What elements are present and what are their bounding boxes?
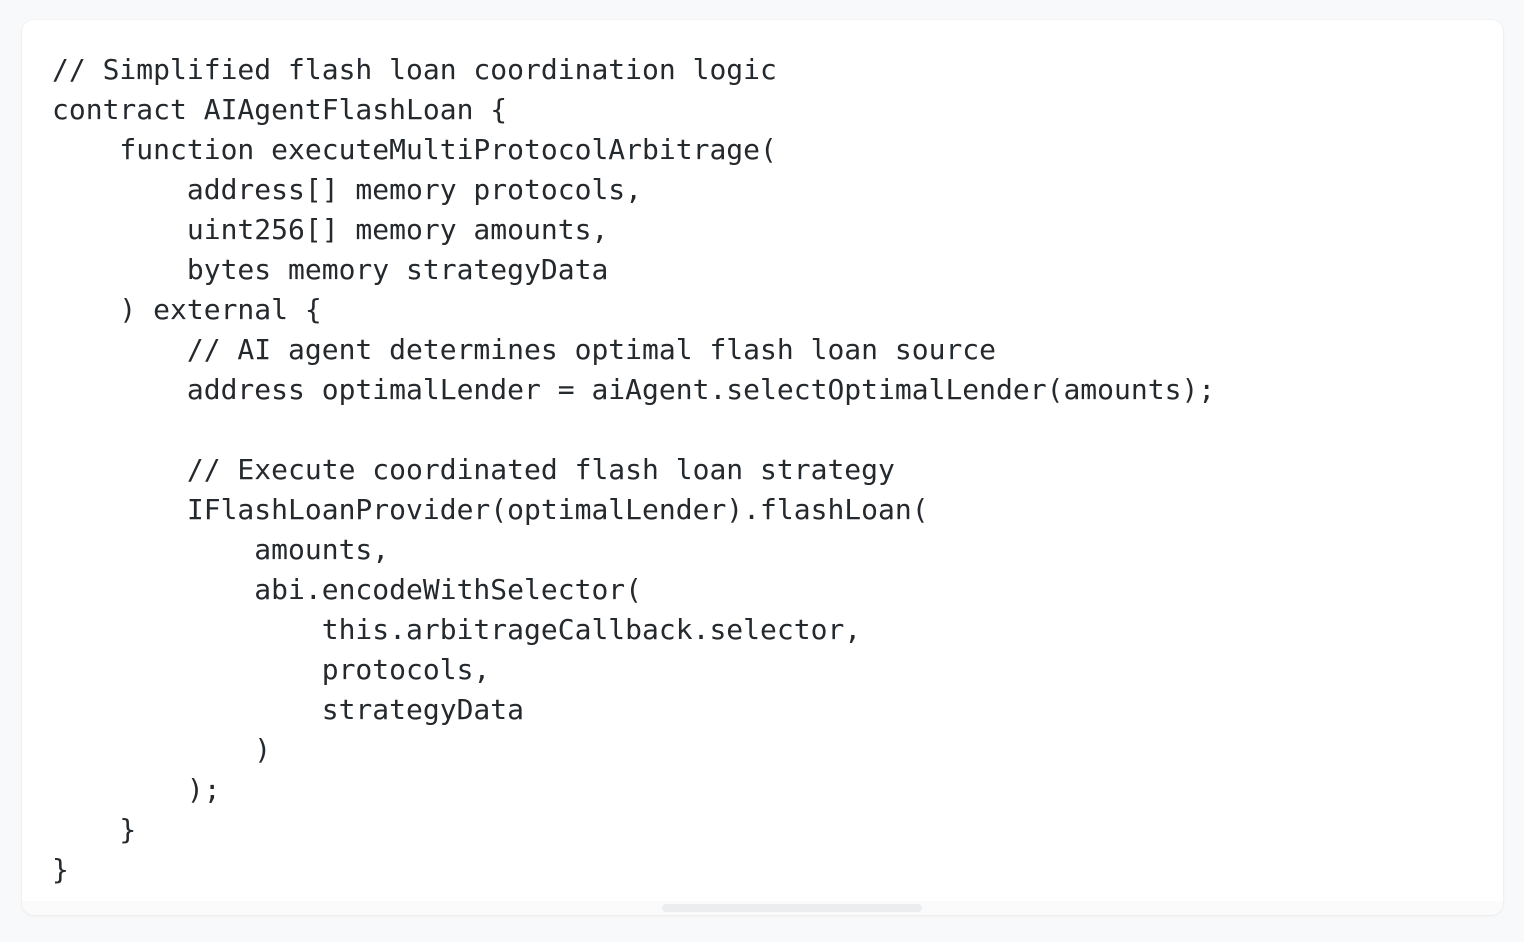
code-line: function executeMultiProtocolArbitrage(	[52, 133, 777, 166]
code-line: protocols,	[52, 653, 491, 686]
code-line: ) external {	[52, 293, 322, 326]
code-line: )	[52, 733, 272, 766]
code-line: uint256[] memory amounts,	[52, 213, 609, 246]
code-line: this.arbitrageCallback.selector,	[52, 613, 862, 646]
horizontal-scrollbar-thumb[interactable]	[662, 904, 922, 912]
code-content: // Simplified flash loan coordination lo…	[52, 50, 1473, 890]
code-block: // Simplified flash loan coordination lo…	[22, 20, 1503, 915]
code-line	[52, 410, 1473, 450]
code-line: IFlashLoanProvider(optimalLender).flashL…	[52, 493, 929, 526]
code-scroll-region[interactable]: // Simplified flash loan coordination lo…	[22, 20, 1503, 915]
code-line: bytes memory strategyData	[52, 253, 609, 286]
code-line: // AI agent determines optimal flash loa…	[52, 333, 997, 366]
code-line: strategyData	[52, 693, 525, 726]
code-line: address optimalLender = aiAgent.selectOp…	[52, 373, 1216, 406]
code-line: abi.encodeWithSelector(	[52, 573, 643, 606]
code-line: amounts,	[52, 533, 390, 566]
code-line: }	[52, 853, 69, 886]
code-line: // Simplified flash loan coordination lo…	[52, 53, 777, 86]
code-line: address[] memory protocols,	[52, 173, 643, 206]
horizontal-scrollbar-track[interactable]	[22, 901, 1503, 915]
code-line: contract AIAgentFlashLoan {	[52, 93, 508, 126]
code-line: );	[52, 773, 221, 806]
code-line: // Execute coordinated flash loan strate…	[52, 453, 895, 486]
code-line: }	[52, 813, 137, 846]
code-card: // Simplified flash loan coordination lo…	[22, 20, 1503, 915]
